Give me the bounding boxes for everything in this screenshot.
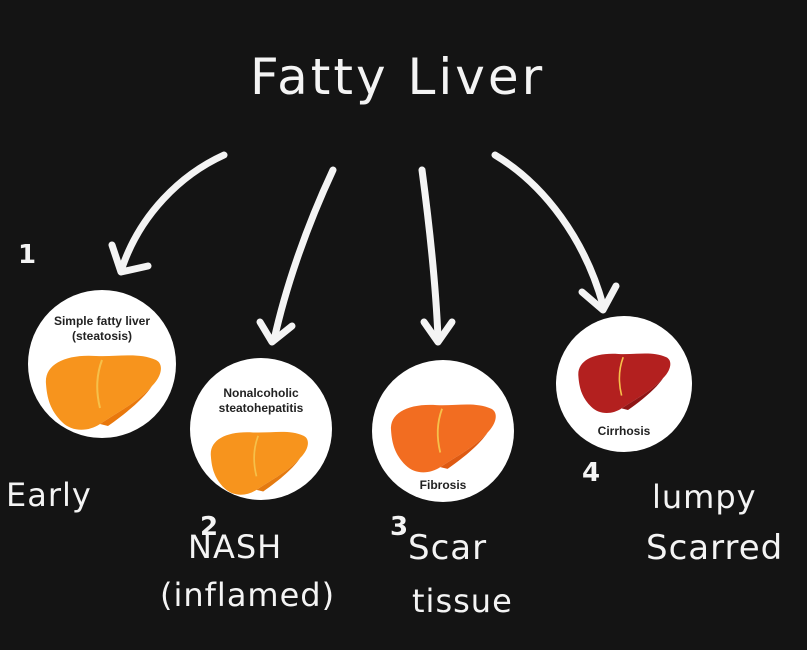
stage-1-label-line1: Simple fatty liver — [53, 314, 151, 328]
stage-4-note-line2: Scarred — [646, 528, 784, 568]
stage-3-liver-icon — [390, 404, 496, 473]
stage-2-note-line1: NASH — [188, 528, 283, 566]
arrow-head-2 — [256, 318, 296, 346]
stage-2-label-line2: steatohepatitis — [218, 401, 304, 415]
stage-3-label: Fibrosis — [419, 478, 467, 492]
stage-1-liver-icon — [45, 355, 161, 430]
stage-2-card: Nonalcoholic steatohepatitis — [190, 358, 332, 500]
stage-3-card: Fibrosis — [372, 360, 514, 502]
stage-3-note-line1: Scar — [408, 528, 488, 568]
stage-1-label-line2: (steatosis) — [71, 329, 133, 343]
stage-2-note-line2: (inflamed) — [160, 576, 336, 614]
arrow-to-stage-1 — [118, 151, 228, 272]
stage-3-number: 3 — [390, 512, 409, 542]
stage-1-number: 1 — [18, 240, 37, 270]
stage-4-liver-icon — [578, 353, 671, 414]
stage-1-note: Early — [6, 476, 92, 514]
arrow-head-4 — [578, 282, 620, 314]
stage-2-liver-icon — [210, 431, 308, 495]
arrow-to-stage-2 — [270, 166, 337, 344]
stage-4-card: Cirrhosis — [556, 316, 692, 452]
stage-3-note-line2: tissue — [412, 582, 513, 620]
stage-1-card: Simple fatty liver (steatosis) — [28, 290, 176, 438]
stage-4-number: 4 — [582, 458, 601, 488]
arrow-to-stage-3 — [418, 166, 442, 342]
stage-4-note-line1: lumpy — [652, 478, 757, 516]
arrow-head-3 — [420, 318, 456, 346]
stage-2-number: 2 — [200, 512, 219, 542]
arrow-to-stage-4 — [491, 151, 607, 309]
stage-4-label: Cirrhosis — [597, 424, 651, 438]
stage-2-label-line1: Nonalcoholic — [223, 386, 299, 400]
arrow-head-1 — [108, 241, 152, 276]
diagram-title: Fatty Liver — [250, 48, 546, 106]
